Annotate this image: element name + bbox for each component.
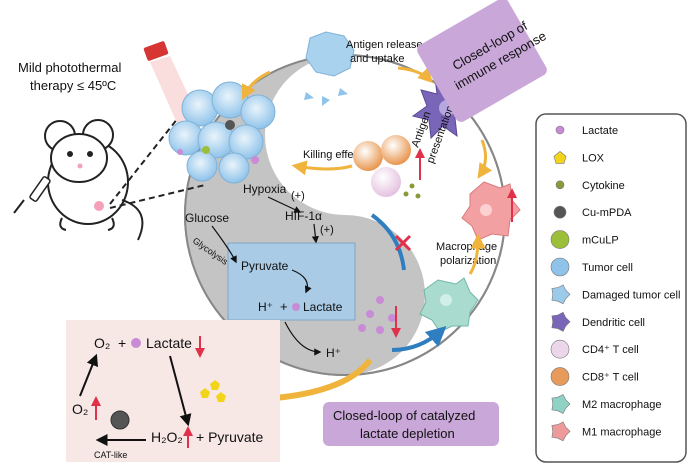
plus-sign: + xyxy=(280,299,288,314)
lox-pentagon-icon xyxy=(553,151,567,164)
lactate-dot xyxy=(292,303,300,311)
legend-item: Cytokine xyxy=(555,180,625,192)
zoom-line-bottom xyxy=(109,184,206,209)
damaged-tumor-cell-icon xyxy=(551,284,571,305)
lactate-dot-icon xyxy=(555,125,565,135)
legend-item-label: Damaged tumor cell xyxy=(582,289,680,301)
reaction-cat-like: CAT-like xyxy=(94,450,127,460)
h-out-arrow xyxy=(284,321,322,356)
hplus-cell-label: H⁺ xyxy=(258,300,273,314)
antigen-release-1: Antigen release xyxy=(346,39,422,51)
plus-hif: (+) xyxy=(320,224,334,236)
t-cell-cluster xyxy=(353,135,421,199)
macrophage-polarization-1: Macrophage xyxy=(436,241,497,253)
reaction-o2-left: O₂ xyxy=(72,401,88,417)
legend-item: LOX xyxy=(553,151,605,164)
cu-mpda-icon xyxy=(110,410,130,430)
reaction-lactate: Lactate xyxy=(146,335,192,351)
legend-item-label: M2 macrophage xyxy=(582,399,662,411)
blue-arrow-block xyxy=(370,213,406,271)
legend-item-label: Dendritic cell xyxy=(582,317,645,329)
legend-item: M1 macrophage xyxy=(551,421,662,442)
legend-box xyxy=(535,113,687,463)
legend-item-label: CD8⁺ T cell xyxy=(582,372,639,384)
hif-label: HIF-1α xyxy=(285,209,322,223)
pyruvate-label: Pyruvate xyxy=(241,259,289,273)
legend-item: Cu-mPDA xyxy=(553,205,632,219)
legend-item: Tumor cell xyxy=(550,257,633,277)
lox-icons xyxy=(200,380,226,402)
reaction-arrow-up xyxy=(79,353,99,397)
block-x-icon xyxy=(394,234,412,252)
killing-arrow xyxy=(291,160,353,176)
glucose-label: Glucose xyxy=(185,211,229,225)
hif-arrow xyxy=(311,223,319,244)
legend-item-label: CD4⁺ T cell xyxy=(582,344,639,356)
cu-mpda-sphere-icon xyxy=(553,205,567,219)
legend-item: M2 macrophage xyxy=(551,394,662,414)
callout-catalyzed: Closed-loop of catalyzed lactate depleti… xyxy=(323,402,499,446)
plus-hypoxia: (+) xyxy=(291,190,305,202)
therapy-label-1: Mild photothermal xyxy=(18,60,121,75)
legend-item: CD4⁺ T cell xyxy=(550,339,639,359)
hypoxia-arrow xyxy=(267,196,302,213)
legend-item: Lactate xyxy=(555,125,618,137)
reaction-arrow-down xyxy=(169,355,192,427)
reaction-pyruvate: + Pyruvate xyxy=(196,429,264,445)
cd8-t-cell-icon xyxy=(550,367,570,386)
reaction-lactate-dot xyxy=(131,338,141,348)
lactate-dots xyxy=(358,296,396,334)
tumor-release-arrow xyxy=(241,70,271,101)
tumor-cell-icon xyxy=(550,257,570,277)
legend-item-label: mCuLP xyxy=(582,235,619,247)
legend-item: mCuLP xyxy=(550,230,619,249)
legend-item: CD8⁺ T cell xyxy=(550,367,639,386)
cd4-t-cell-icon xyxy=(550,339,570,359)
therapy-label-2: therapy ≤ 45ºC xyxy=(30,78,116,93)
zoom-line-top xyxy=(109,117,179,205)
legend-item-label: Tumor cell xyxy=(582,262,633,274)
m2-macrophage-icon xyxy=(551,394,571,414)
polarization-arrow xyxy=(468,233,486,275)
presentation-arrow xyxy=(477,139,493,179)
pyruvate-arrow xyxy=(291,269,312,294)
m2-macrophage-main xyxy=(419,277,479,333)
damaged-tumor-cell-top xyxy=(304,31,355,106)
legend-item: Damaged tumor cell xyxy=(551,284,680,305)
lactate-cell-label: Lactate xyxy=(303,300,343,314)
m1-macrophage-icon xyxy=(551,421,571,442)
legend-item-label: Cu-mPDA xyxy=(582,207,632,219)
macrophage-polarization-2: polarization xyxy=(440,255,496,267)
killing-effect-label: Killing effect xyxy=(303,149,362,161)
hplus-out-label: H⁺ xyxy=(326,346,341,360)
reaction-o2-top: O₂ xyxy=(94,335,110,351)
hypoxia-label: Hypoxia xyxy=(243,182,287,196)
legend-item-label: M1 macrophage xyxy=(582,426,662,438)
callout-immune-response: Closed-loop of immune response xyxy=(417,0,549,122)
antigen-release-2: and uptake xyxy=(350,53,404,65)
legend-item-label: LOX xyxy=(582,152,605,164)
mculp-particle-icon xyxy=(550,230,570,249)
tumor-cluster xyxy=(168,81,276,184)
reaction-plus: + xyxy=(118,335,126,351)
m1-macrophage-main xyxy=(461,181,521,241)
reaction-h2o2: H₂O₂ xyxy=(151,429,183,445)
glycolysis-arrow xyxy=(211,225,237,264)
legend-item: Dendritic cell xyxy=(551,311,645,332)
cell-box xyxy=(227,242,356,321)
cytokine-dot-icon xyxy=(555,180,565,190)
catalyzed-line-2: lactate depletion xyxy=(360,426,455,441)
release-arrow xyxy=(397,66,434,84)
legend-item-label: Cytokine xyxy=(582,180,625,192)
blue-arrow-m2 xyxy=(391,325,447,352)
legend-item-label: Lactate xyxy=(582,125,618,137)
catalyzed-line-1: Closed-loop of catalyzed xyxy=(333,408,475,423)
mouse-illustration xyxy=(13,119,144,241)
dendritic-cell-icon xyxy=(551,311,571,332)
